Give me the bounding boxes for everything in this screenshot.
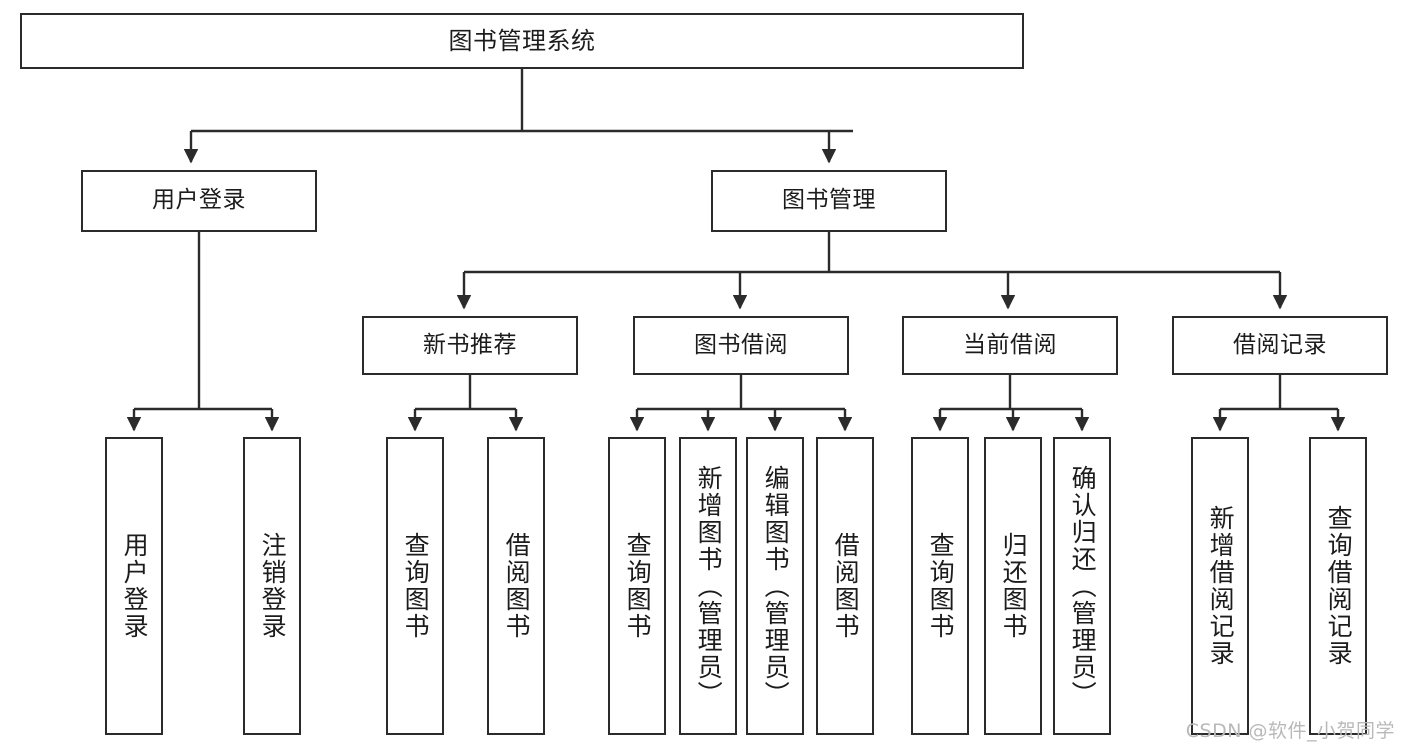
watermark-text: CSDN @软件_小贺同学	[1185, 720, 1395, 742]
node-leaf-borrow-book-2[interactable]: 借阅图书	[816, 437, 874, 735]
node-leaf-add-borrow-record-label: 新增借阅记录	[1206, 505, 1236, 667]
node-leaf-borrow-book-1-label: 借阅图书	[502, 532, 532, 640]
node-leaf-query-book-2[interactable]: 查询图书	[608, 437, 666, 735]
node-leaf-query-borrow-record[interactable]: 查询借阅记录	[1309, 437, 1367, 735]
node-current-borrow-label: 当前借阅	[963, 331, 1057, 358]
node-leaf-query-book-1-label: 查询图书	[401, 532, 431, 640]
node-borrow-record[interactable]: 借阅记录	[1172, 316, 1388, 375]
node-leaf-logout-login-label: 注销登录	[258, 532, 288, 640]
node-root[interactable]: 图书管理系统	[20, 13, 1024, 69]
node-leaf-add-book-admin[interactable]: 新增图书（管理员）	[679, 437, 737, 735]
node-leaf-add-book-admin-label: 新增图书（管理员）	[694, 464, 724, 708]
node-leaf-return-book-label: 归还图书	[999, 532, 1029, 640]
node-current-borrow[interactable]: 当前借阅	[902, 316, 1118, 375]
node-leaf-return-book[interactable]: 归还图书	[984, 437, 1042, 735]
node-root-label: 图书管理系统	[448, 26, 596, 55]
node-leaf-confirm-return-admin[interactable]: 确认归还（管理员）	[1053, 437, 1111, 735]
node-leaf-query-book-1[interactable]: 查询图书	[386, 437, 444, 735]
node-new-book-recommend-label: 新书推荐	[423, 331, 517, 358]
node-leaf-borrow-book-2-label: 借阅图书	[831, 532, 861, 640]
node-leaf-query-book-3-label: 查询图书	[926, 532, 956, 640]
node-book-management[interactable]: 图书管理	[711, 170, 947, 232]
node-user-login-label: 用户登录	[152, 187, 246, 214]
node-leaf-edit-book-admin-label: 编辑图书（管理员）	[761, 464, 791, 708]
node-leaf-edit-book-admin[interactable]: 编辑图书（管理员）	[746, 437, 804, 735]
node-book-management-label: 图书管理	[782, 187, 876, 214]
node-new-book-recommend[interactable]: 新书推荐	[362, 316, 578, 375]
node-leaf-borrow-book-1[interactable]: 借阅图书	[487, 437, 545, 735]
node-book-borrow[interactable]: 图书借阅	[633, 316, 849, 375]
node-leaf-user-login-label: 用户登录	[120, 532, 150, 640]
node-leaf-add-borrow-record[interactable]: 新增借阅记录	[1191, 437, 1249, 735]
node-book-borrow-label: 图书借阅	[694, 331, 788, 358]
node-user-login[interactable]: 用户登录	[81, 170, 317, 232]
node-borrow-record-label: 借阅记录	[1233, 331, 1327, 358]
node-leaf-query-book-3[interactable]: 查询图书	[911, 437, 969, 735]
node-leaf-query-borrow-record-label: 查询借阅记录	[1324, 505, 1354, 667]
node-leaf-confirm-return-admin-label: 确认归还（管理员）	[1068, 464, 1098, 708]
node-leaf-logout-login[interactable]: 注销登录	[243, 437, 301, 735]
node-leaf-query-book-2-label: 查询图书	[623, 532, 653, 640]
node-leaf-user-login[interactable]: 用户登录	[105, 437, 163, 735]
